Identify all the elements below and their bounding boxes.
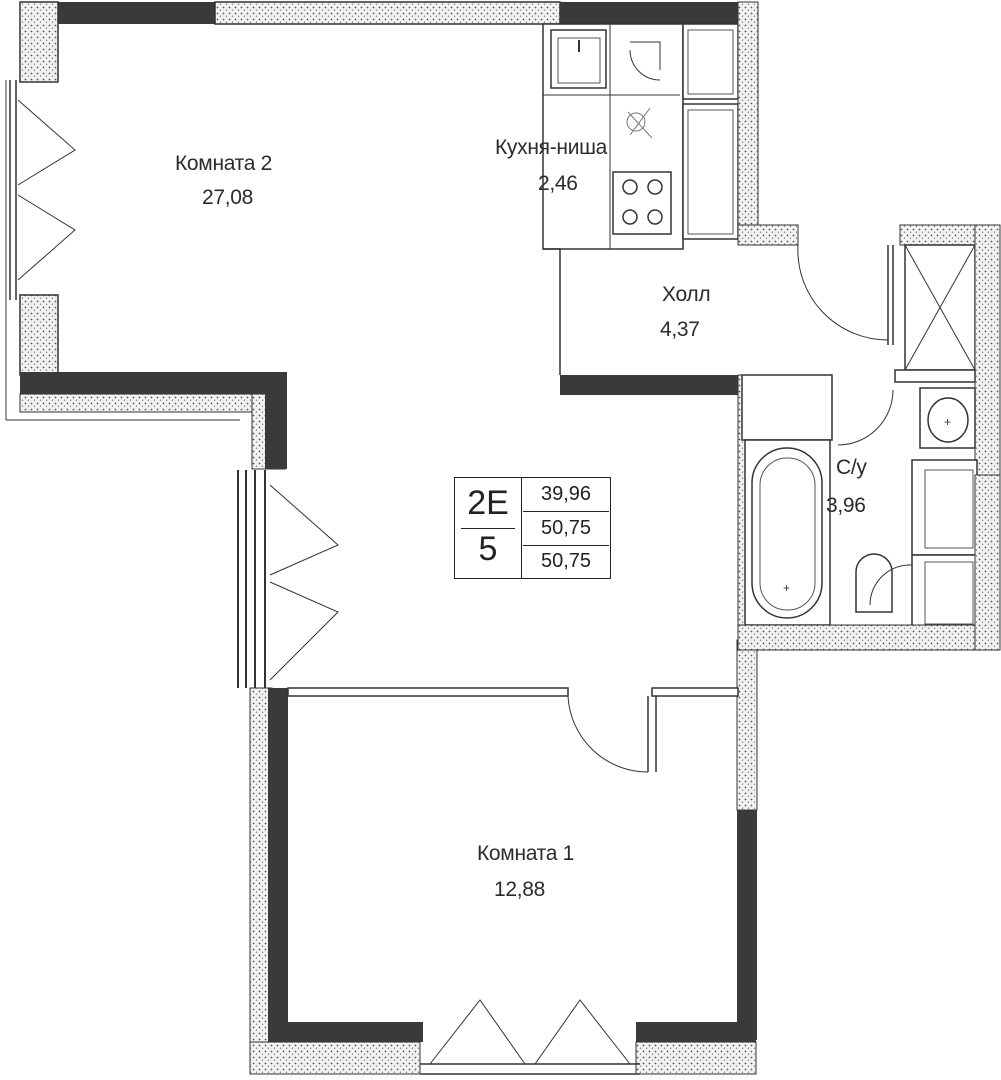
area-total: 50,75 bbox=[540, 517, 592, 539]
unit-areas-cell: 39,96 50,75 50,75 bbox=[523, 478, 609, 578]
door-left-lower[interactable] bbox=[269, 484, 339, 681]
kitchen-area: 2,46 bbox=[538, 172, 578, 195]
wall-left-window bbox=[237, 470, 266, 688]
hall-area bbox=[543, 244, 894, 395]
svg-text:+: + bbox=[783, 581, 790, 595]
door-left-upper[interactable] bbox=[17, 99, 76, 281]
unit-code-cell: 2E 5 bbox=[455, 478, 522, 578]
bathroom-name: С/у bbox=[836, 456, 867, 479]
kitchen-name: Кухня-ниша bbox=[495, 136, 608, 159]
kitchen-block bbox=[542, 23, 739, 250]
bathroom-area: 3,96 bbox=[826, 494, 866, 517]
room2-area: 27,08 bbox=[202, 186, 254, 209]
area-living: 39,96 bbox=[540, 483, 592, 505]
partition-room1 bbox=[287, 687, 739, 773]
room1-name: Комната 1 bbox=[477, 842, 575, 865]
shaft bbox=[894, 224, 1001, 486]
wall-room1 bbox=[249, 639, 758, 1075]
svg-text:+: + bbox=[944, 415, 951, 429]
hall-name: Холл bbox=[662, 283, 711, 306]
wall-left-upper bbox=[5, 1, 240, 421]
area-total-balcony: 50,75 bbox=[540, 550, 592, 572]
hall-area: 4,37 bbox=[660, 318, 700, 341]
wall-left-step bbox=[19, 372, 287, 470]
unit-info-box: 2E 5 39,96 50,75 50,75 bbox=[454, 477, 611, 579]
unit-code: 2E bbox=[467, 484, 509, 522]
room1-area: 12,88 bbox=[494, 878, 546, 901]
wall-top bbox=[40, 1, 740, 25]
wall-right-upper bbox=[737, 1, 1001, 246]
unit-floor: 5 bbox=[478, 530, 498, 568]
room2-name: Комната 2 bbox=[175, 152, 273, 175]
bathroom-block: + + bbox=[737, 374, 1001, 651]
door-bottom[interactable] bbox=[429, 999, 631, 1065]
